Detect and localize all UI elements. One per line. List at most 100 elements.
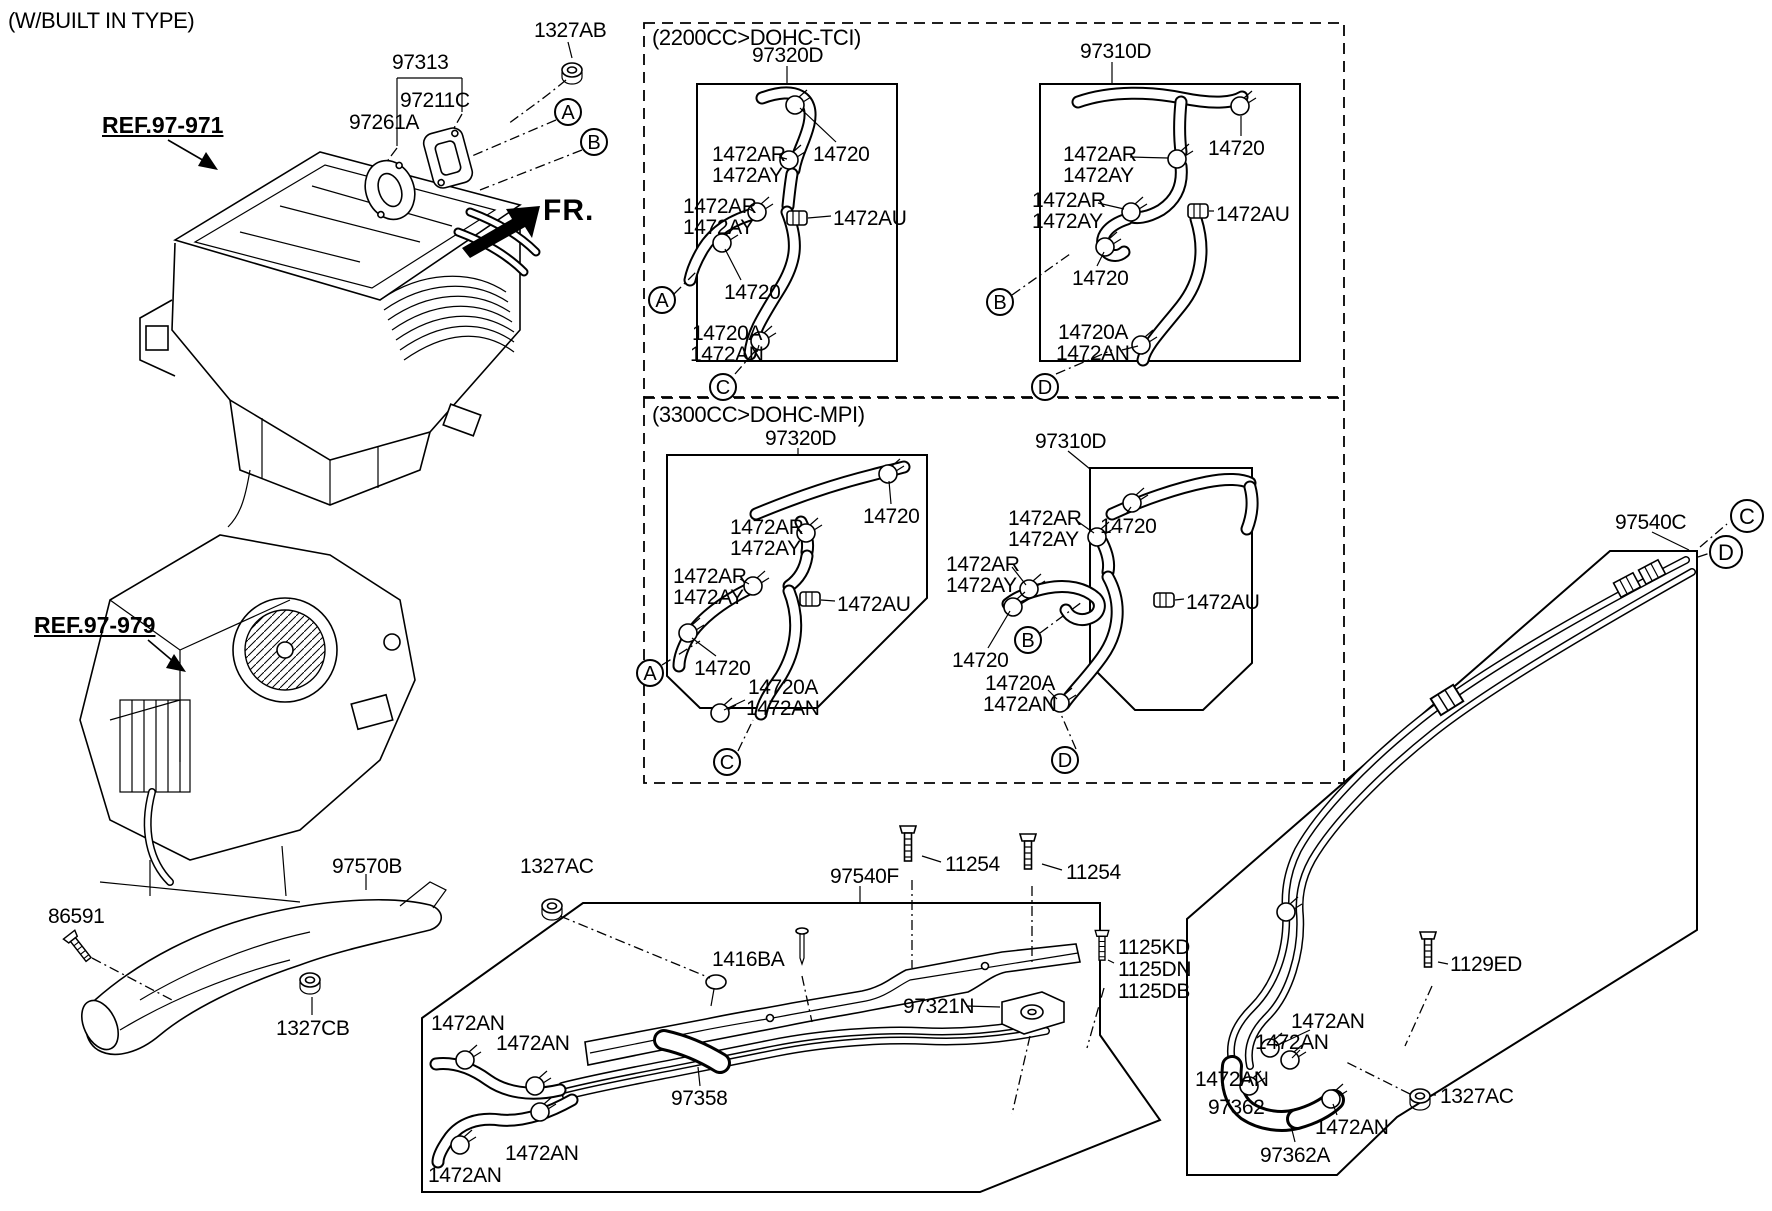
label-97540c[interactable]: 97540C [1615,511,1687,534]
fr-direction-arrow [462,206,540,258]
section-frame-3300 [643,397,1345,784]
front-hvac-unit-drawing [139,151,541,528]
label-97362[interactable]: 97362 [1208,1096,1265,1119]
leader-lines [311,41,1690,1143]
label-1472au-2200a[interactable]: 1472AU [833,207,907,230]
label-1472ar-3300a2[interactable]: 1472AR [673,565,747,588]
label-1472au-3300b[interactable]: 1472AU [1186,591,1260,614]
label-11254-b[interactable]: 11254 [1066,861,1121,884]
label-1472ay-2200a2[interactable]: 1472AY [683,216,754,239]
label-1472ar-3300b1[interactable]: 1472AR [1008,507,1082,530]
label-86591[interactable]: 86591 [48,905,105,928]
label-1472ay-3300a1[interactable]: 1472AY [730,537,801,560]
label-1472au-3300a[interactable]: 1472AU [837,593,911,616]
label-1472au-2200b[interactable]: 1472AU [1216,203,1290,226]
label-1472an-r4[interactable]: 1472AN [1315,1116,1389,1139]
label-14720-2200a-top[interactable]: 14720 [813,143,870,166]
connector-d-right[interactable]: D [1709,535,1743,569]
label-1125db[interactable]: 1125DB [1118,980,1190,1003]
subbox-97320d-2200 [696,83,898,362]
dashdot-leaders [91,79,1728,1115]
flange-97261a-drawing [364,159,416,221]
label-1327cb[interactable]: 1327CB [276,1017,350,1040]
label-1129ed[interactable]: 1129ED [1450,953,1522,976]
label-14720a-3300a[interactable]: 14720A [748,676,819,699]
label-1472ar-2200b1[interactable]: 1472AR [1063,143,1137,166]
label-1472an-m4[interactable]: 1472AN [428,1164,502,1187]
label-1125dn[interactable]: 1125DN [1118,958,1192,981]
label-1327ac-left[interactable]: 1327AC [520,855,594,878]
label-97540f[interactable]: 97540F [830,865,899,888]
bracket-97321n-drawing [1001,991,1065,1035]
label-1472an-2200b[interactable]: 1472AN [1056,342,1130,365]
label-1472ay-3300b2[interactable]: 1472AY [946,574,1017,597]
ref-97-971[interactable]: REF.97-971 [102,112,224,138]
subbox-97310d-2200 [1039,83,1301,362]
label-1472an-m1[interactable]: 1472AN [431,1012,505,1035]
label-97261a[interactable]: 97261A [349,111,420,134]
label-1472an-m3[interactable]: 1472AN [505,1142,579,1165]
label-1472ar-2200b2[interactable]: 1472AR [1032,189,1106,212]
connector-a-top[interactable]: A [554,98,582,126]
label-1472an-r2[interactable]: 1472AN [1255,1031,1329,1054]
label-14720-2200b-bot[interactable]: 14720 [1072,267,1129,290]
label-97570b[interactable]: 97570B [332,855,403,878]
connector-b-3300[interactable]: B [1014,626,1042,654]
label-11254-a[interactable]: 11254 [945,853,1000,876]
label-14720-2200a-bot[interactable]: 14720 [724,281,781,304]
ref-97-979[interactable]: REF.97-979 [34,612,156,638]
label-14720a-3300b[interactable]: 14720A [985,672,1056,695]
label-1472ar-3300a1[interactable]: 1472AR [730,516,804,539]
connector-b-top[interactable]: B [580,128,608,156]
label-97313[interactable]: 97313 [392,51,449,74]
label-14720-3300b-bot[interactable]: 14720 [952,649,1009,672]
label-97362a[interactable]: 97362A [1260,1144,1331,1167]
bolt-icons [62,825,1437,968]
section-title-2200: (2200CC>DOHC-TCI) [652,25,861,50]
connector-c-3300[interactable]: C [713,748,741,776]
label-1472ay-2200b2[interactable]: 1472AY [1032,210,1103,233]
connector-c-2200[interactable]: C [709,373,737,401]
connector-a-2200[interactable]: A [648,286,676,314]
label-14720-3300a-top[interactable]: 14720 [863,505,920,528]
label-97321n[interactable]: 97321N [903,995,975,1018]
label-1125kd[interactable]: 1125KD [1118,936,1190,959]
connector-d-2200[interactable]: D [1031,373,1059,401]
label-97211c[interactable]: 97211C [400,89,470,112]
label-1472an-3300a[interactable]: 1472AN [746,697,820,720]
label-97320d-2200[interactable]: 97320D [752,44,824,67]
label-14720-3300b-top[interactable]: 14720 [1100,515,1157,538]
label-1472an-3300b[interactable]: 1472AN [983,693,1057,716]
label-1472an-m2[interactable]: 1472AN [496,1032,570,1055]
label-97310d-2200[interactable]: 97310D [1080,40,1152,63]
section-frame-2200 [643,22,1345,398]
label-97310d-3300[interactable]: 97310D [1035,430,1107,453]
box-97540c-right [1186,550,1698,1176]
label-14720a-2200a[interactable]: 14720A [692,322,763,345]
label-14720a-2200b[interactable]: 14720A [1058,321,1129,344]
label-1472ay-3300a2[interactable]: 1472AY [673,586,744,609]
label-1472ar-2200a1[interactable]: 1472AR [712,143,786,166]
label-1327ab[interactable]: 1327AB [534,19,607,42]
connector-b-2200[interactable]: B [986,288,1014,316]
label-1472ay-2200a1[interactable]: 1472AY [712,164,783,187]
label-1472an-r3[interactable]: 1472AN [1195,1068,1269,1091]
label-14720-3300a-bot[interactable]: 14720 [694,657,751,680]
label-97358[interactable]: 97358 [671,1087,728,1110]
connector-c-right[interactable]: C [1730,499,1764,533]
connector-d-3300[interactable]: D [1051,746,1079,774]
label-1472ar-3300b2[interactable]: 1472AR [946,553,1020,576]
label-1472ay-2200b1[interactable]: 1472AY [1063,164,1134,187]
label-1416ba[interactable]: 1416BA [712,948,785,971]
label-97320d-3300[interactable]: 97320D [765,427,837,450]
label-14720-2200b-top[interactable]: 14720 [1208,137,1265,160]
water-pipe-97540c-drawing [1220,556,1696,1132]
connector-a-3300[interactable]: A [636,659,664,687]
label-1472an-2200a[interactable]: 1472AN [690,343,764,366]
label-1472ar-2200a2[interactable]: 1472AR [683,195,757,218]
label-1327ac-right[interactable]: 1327AC [1440,1085,1514,1108]
label-1472an-r1[interactable]: 1472AN [1291,1010,1365,1033]
label-1472ay-3300b1[interactable]: 1472AY [1008,528,1079,551]
flange-97211c-drawing [422,127,474,189]
